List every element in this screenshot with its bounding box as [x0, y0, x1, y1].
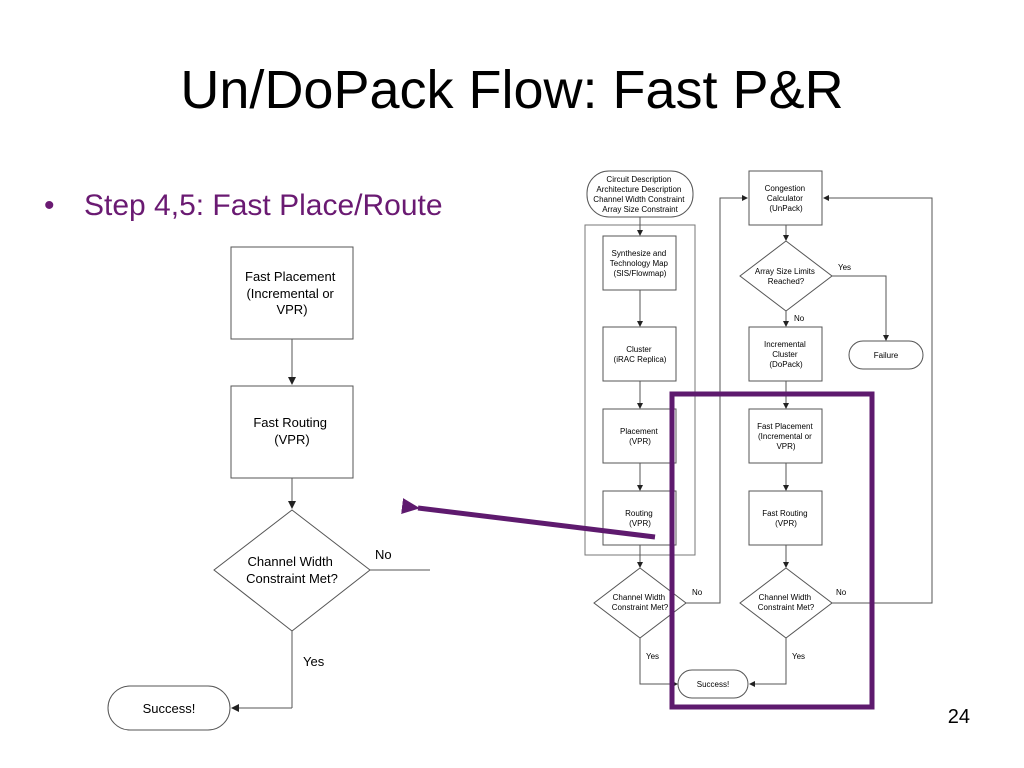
- right-fast-placement-line3: VPR): [776, 442, 795, 451]
- decision1-line2: Constraint Met?: [612, 603, 669, 612]
- array-size-diamond: [739, 240, 833, 312]
- synthesize-box: [602, 235, 677, 291]
- right-fast-routing-line1: Fast Routing: [762, 509, 807, 518]
- decision2-line1: Channel Width: [759, 593, 811, 602]
- svg-text:Synthesize and Technolog: Synthesize and Technology Map (SIS/Flowm…: [610, 249, 671, 278]
- routing-line2: (VPR): [629, 519, 651, 528]
- array-no-label: No: [794, 314, 805, 323]
- left-fast-routing-line2: (VPR): [274, 432, 309, 447]
- left-yes-label: Yes: [303, 654, 325, 669]
- left-fast-routing-box: [230, 385, 354, 479]
- congestion-line2: Calculator: [767, 194, 803, 203]
- bullet-text: Step 4,5: Fast Place/Route: [84, 189, 443, 222]
- highlight-box: [669, 391, 875, 710]
- cluster-line2: (iRAC Replica): [614, 355, 667, 364]
- svg-text:Incremental Cluster: Incremental Cluster (DoPack): [764, 340, 808, 369]
- failure-terminal: [848, 340, 924, 370]
- right-success-terminal: [677, 669, 749, 699]
- svg-text:Routing (VPR): Routing (VPR): [625, 509, 655, 528]
- inputs-line2: Architecture Description: [596, 185, 681, 194]
- placement-line2: (VPR): [629, 437, 651, 446]
- array-decision-line1: Array Size Limits: [755, 267, 815, 276]
- array-decision-line2: Reached?: [768, 277, 805, 286]
- right-success-label: Success!: [697, 680, 729, 689]
- right-fast-placement-box: [748, 408, 823, 464]
- svg-text:Channel Width Constraint: Channel Width Constraint Met?: [758, 593, 815, 612]
- inputs-line1: Circuit Description: [606, 175, 671, 184]
- left-flow: Fast Placement (Incremental or VPR) Fast…: [107, 246, 430, 731]
- placement-line1: Placement: [620, 427, 659, 436]
- array-yes-label: Yes: [838, 263, 851, 272]
- svg-text:Congestion Calculator: Congestion Calculator (UnPack): [765, 184, 808, 213]
- congestion-line1: Congestion: [765, 184, 805, 193]
- synthesize-line1: Synthesize and: [612, 249, 667, 258]
- decision1-no-label: No: [692, 588, 703, 597]
- left-no-label: No: [375, 547, 392, 562]
- svg-text:Channel Width Constraint: Channel Width Constraint Met?: [612, 593, 669, 612]
- svg-text:Circuit Description Arch: Circuit Description Architecture Descrip…: [593, 175, 686, 214]
- cluster-line1: Cluster: [626, 345, 652, 354]
- right-flow: Circuit Description Architecture Descrip…: [584, 170, 933, 699]
- left-fast-routing-line1: Fast Routing: [253, 415, 327, 430]
- decision1-yes-label: Yes: [646, 652, 659, 661]
- svg-text:Fast Placement (Incremen: Fast Placement (Incremental or VPR): [757, 422, 815, 451]
- svg-text:Fast Routing (VPR): Fast Routing (VPR): [253, 415, 330, 447]
- placement-box: [602, 408, 677, 464]
- right-fast-placement-line1: Fast Placement: [757, 422, 813, 431]
- inputs-line3: Channel Width Constraint: [593, 195, 685, 204]
- left-decision-line1: Channel Width: [248, 554, 333, 569]
- highlight-arrow: [401, 498, 656, 540]
- left-decision-line2: Constraint Met?: [246, 571, 338, 586]
- left-success-label: Success!: [143, 701, 196, 716]
- bullet-dot: •: [44, 189, 55, 222]
- svg-text:Channel Width Constraint: Channel Width Constraint Met?: [246, 554, 338, 586]
- slide-title: Un/DoPack Flow: Fast P&R: [180, 60, 844, 120]
- left-fast-placement-line3: VPR): [276, 302, 307, 317]
- decision2-line2: Constraint Met?: [758, 603, 815, 612]
- failure-label: Failure: [874, 351, 899, 360]
- synthesize-line3: (SIS/Flowmap): [614, 269, 667, 278]
- svg-text:Fast Placement (Incremen: Fast Placement (Incremental or VPR): [245, 269, 339, 317]
- left-fast-placement-line2: (Incremental or: [246, 286, 334, 301]
- svg-text:Cluster (iRAC Replica): Cluster (iRAC Replica): [614, 345, 667, 364]
- left-success-terminal: [107, 685, 231, 731]
- decision1-line1: Channel Width: [613, 593, 665, 602]
- incr-cluster-line1: Incremental: [764, 340, 806, 349]
- synthesize-line2: Technology Map: [610, 259, 669, 268]
- right-fast-routing-line2: (VPR): [775, 519, 797, 528]
- svg-text:Placement (VPR): Placement (VPR): [620, 427, 660, 446]
- bullet-item: • Step 4,5: Fast Place/Route: [44, 186, 443, 226]
- svg-text:Fast Routing (VPR): Fast Routing (VPR): [762, 509, 810, 528]
- right-fast-routing-box: [748, 490, 823, 546]
- incremental-cluster-box: [748, 326, 823, 382]
- congestion-box: [748, 170, 823, 226]
- inputs-line4: Array Size Constraint: [602, 205, 678, 214]
- incr-cluster-line3: (DoPack): [769, 360, 803, 369]
- page-number: 24: [947, 706, 970, 728]
- cluster-box: [602, 326, 677, 382]
- decision2-yes-label: Yes: [792, 652, 805, 661]
- routing-line1: Routing: [625, 509, 653, 518]
- left-fast-placement-line1: Fast Placement: [245, 269, 336, 284]
- right-fast-placement-line2: (Incremental or: [758, 432, 812, 441]
- decision2-no-label: No: [836, 588, 847, 597]
- incr-cluster-line2: Cluster: [772, 350, 798, 359]
- left-fast-placement-box: [230, 246, 354, 340]
- congestion-line3: (UnPack): [769, 204, 803, 213]
- svg-text:Array Size Limits Reache: Array Size Limits Reached?: [755, 267, 817, 286]
